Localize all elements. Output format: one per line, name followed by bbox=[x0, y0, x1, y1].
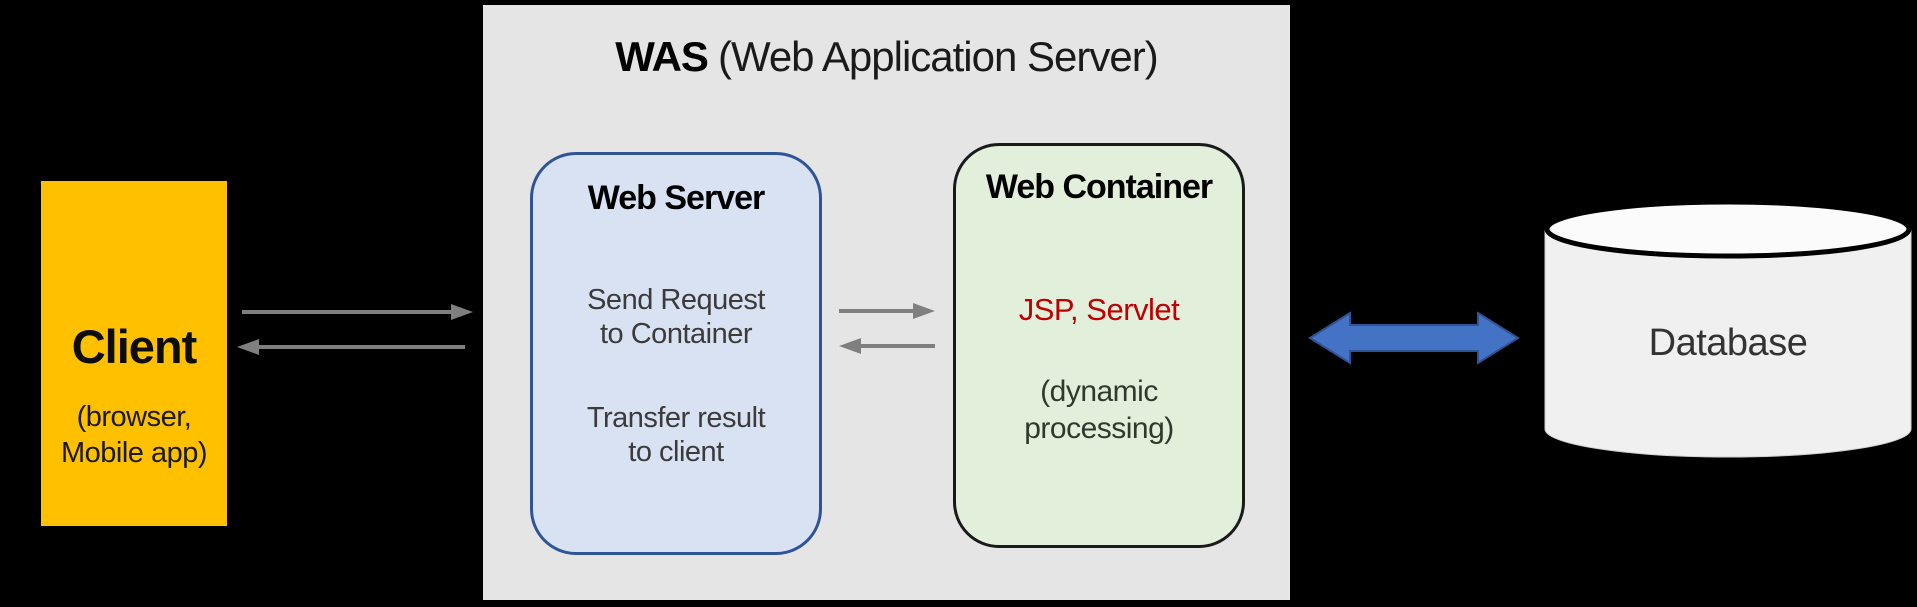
container-to-server-response-arrow bbox=[839, 338, 935, 354]
web-server-body-line: Transfer result bbox=[586, 402, 766, 434]
web-container-title: Web Container bbox=[985, 168, 1213, 206]
database-cylinder: Database bbox=[1542, 195, 1914, 463]
was-database-double-arrow bbox=[1308, 311, 1520, 365]
web-server-body-send-request: Send Request to Container bbox=[533, 283, 819, 351]
was-to-client-response-arrow bbox=[237, 339, 465, 355]
web-server-body-line: to Container bbox=[600, 318, 753, 350]
was-title: WAS (Web Application Server) bbox=[483, 33, 1290, 81]
web-server-body-line: to client bbox=[628, 436, 724, 468]
server-container-arrows bbox=[839, 303, 935, 354]
client-box: Client (browser, Mobile app) bbox=[41, 181, 227, 526]
client-to-was-request-arrow bbox=[242, 304, 473, 320]
web-server-box: Web Server Send Request to Container Tra… bbox=[530, 152, 822, 555]
web-container-note-line: processing) bbox=[1024, 412, 1174, 445]
client-subtitle-line1: (browser, bbox=[76, 401, 192, 433]
was-title-acronym: WAS bbox=[615, 33, 709, 80]
database-cylinder-shape bbox=[1544, 199, 1912, 458]
web-container-box: Web Container JSP, Servlet (dynamic proc… bbox=[953, 143, 1245, 548]
server-to-container-request-arrow bbox=[839, 303, 935, 319]
web-server-body-line: Send Request bbox=[587, 284, 765, 316]
client-title: Client bbox=[71, 320, 198, 373]
web-container-note-line: (dynamic bbox=[1040, 375, 1158, 408]
client-subtitle-line2: Mobile app) bbox=[60, 437, 208, 469]
web-container-note: (dynamic processing) bbox=[956, 373, 1242, 447]
client-was-arrows bbox=[237, 304, 473, 355]
web-server-body-transfer-result: Transfer result to client bbox=[533, 401, 819, 469]
web-server-title: Web Server bbox=[587, 179, 765, 217]
was-title-expansion: (Web Application Server) bbox=[717, 33, 1159, 80]
web-container-tech-label: JSP, Servlet bbox=[1018, 292, 1180, 327]
client-subtitle: (browser, Mobile app) bbox=[60, 399, 208, 471]
database-label: Database bbox=[1648, 322, 1808, 364]
